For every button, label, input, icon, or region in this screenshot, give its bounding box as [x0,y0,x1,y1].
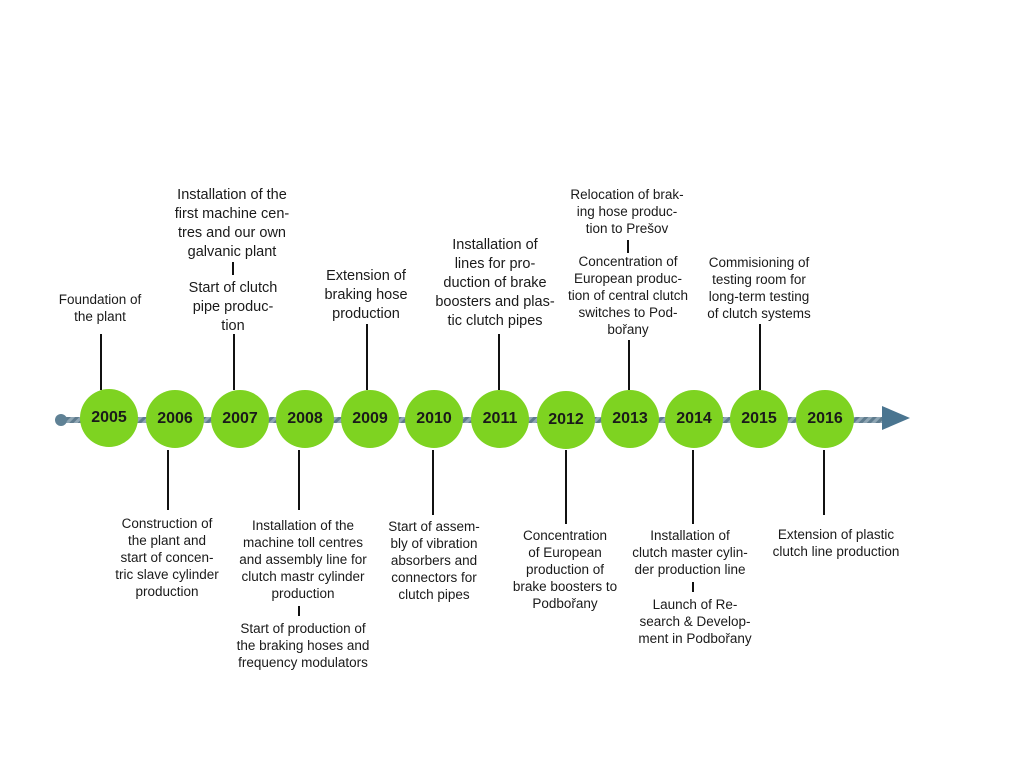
year-node-2010: 2010 [405,390,463,448]
event-2006: Construction of the plant and start of c… [115,516,219,599]
event-2013-relocation: Relocation of brak- ing hose produc- tio… [570,187,684,236]
event-2008-braking-hoses: Start of production of the braking hoses… [236,621,370,670]
year-node-2011: 2011 [471,390,529,448]
event-2005: Foundation of the plant [58,292,142,324]
connector-2013 [628,340,630,390]
connector-2014 [692,450,694,524]
event-2009: Extension of braking hose production [324,268,408,322]
year-node-2009: 2009 [341,390,399,448]
connector-2008 [298,450,300,510]
year-node-2005: 2005 [80,389,138,447]
event-2013-concentration: Concentration of European produc- tion o… [567,254,689,337]
connector-2007 [233,334,235,390]
separator-2008 [298,606,300,616]
event-2012: Concentration of European production of … [512,528,618,611]
separator-2014 [692,582,694,592]
separator-2013 [627,240,629,253]
event-2016: Extension of plastic clutch line product… [772,527,900,559]
connector-2009 [366,324,368,390]
year-node-2007: 2007 [211,390,269,448]
connector-2011 [498,334,500,390]
event-2007-clutch-pipe: Start of clutch pipe produc- tion [188,280,278,334]
year-node-2015: 2015 [730,390,788,448]
event-2008-toll-centres: Installation of the machine toll centres… [239,518,367,601]
year-node-2013: 2013 [601,390,659,448]
axis-start-dot [55,414,67,426]
connector-2012 [565,450,567,524]
event-2007-galvanic: Installation of the first machine cen- t… [174,187,290,260]
connector-2005 [100,334,102,390]
connector-2015 [759,324,761,390]
connector-2010 [432,450,434,515]
year-node-2008: 2008 [276,390,334,448]
year-node-2016: 2016 [796,390,854,448]
connector-2006 [167,450,169,510]
event-2010: Start of assem- bly of vibration absorbe… [388,519,480,602]
event-2014-research: Launch of Re- search & Develop- ment in … [638,597,752,646]
event-2011: Installation of lines for pro- duction o… [435,237,555,329]
year-node-2006: 2006 [146,390,204,448]
connector-2016 [823,450,825,515]
axis-arrow-head [882,406,910,430]
separator-2007 [232,262,234,275]
year-node-2012: 2012 [537,391,595,449]
event-2015: Commisioning of testing room for long-te… [707,255,811,321]
event-2014-master-cylinder: Installation of clutch master cylin- der… [632,528,748,577]
year-node-2014: 2014 [665,390,723,448]
